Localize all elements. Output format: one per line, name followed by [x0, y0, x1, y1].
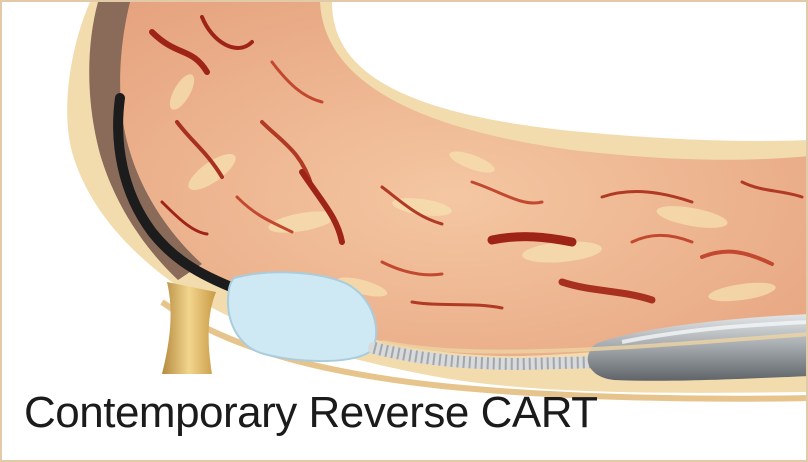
side-branch-stem: [162, 282, 216, 374]
diagram-caption: Contemporary Reverse CART: [24, 388, 598, 438]
